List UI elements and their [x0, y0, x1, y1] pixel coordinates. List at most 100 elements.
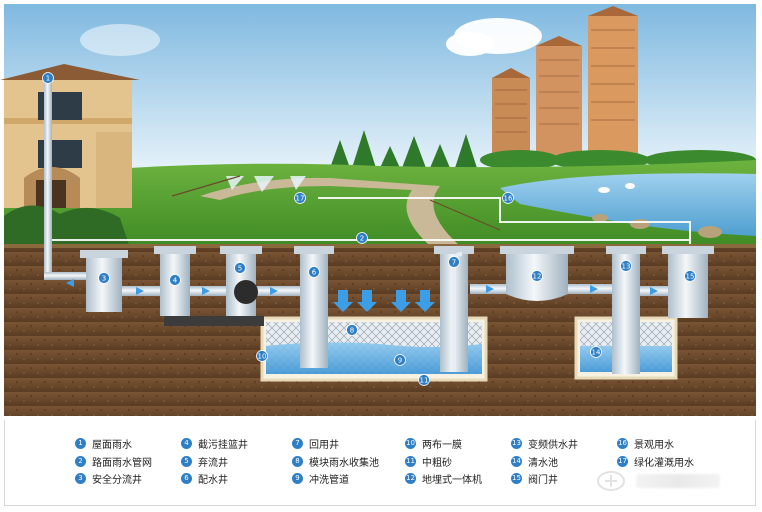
- marker-7: 7: [448, 256, 460, 268]
- flush-well: [220, 246, 262, 316]
- marker-5: 5: [234, 262, 246, 274]
- fence: [171, 175, 501, 231]
- legend-item-16: 16 景观用水: [617, 435, 674, 451]
- legend-label: 弃流井: [198, 457, 228, 469]
- drain-sump: [164, 316, 264, 326]
- marker-15: 15: [684, 270, 696, 282]
- marker-8: 8: [346, 324, 358, 336]
- soil-top-edge: [4, 244, 756, 248]
- legend-number: 4: [181, 437, 192, 449]
- marker-number: 12: [533, 273, 542, 281]
- legend-number: 13: [511, 437, 522, 449]
- marker-10: 10: [256, 350, 268, 362]
- legend-label: 配水井: [198, 474, 228, 486]
- legend-item-11: 11 中粗砂: [405, 453, 452, 469]
- legend-label: 路面雨水管网: [92, 457, 152, 469]
- legend-item-6: 6 配水井: [181, 470, 228, 486]
- legend-number: 16: [617, 437, 628, 449]
- villa-shrubs: [4, 205, 130, 248]
- marker-number: 8: [350, 327, 354, 335]
- marker-number: 1: [46, 75, 50, 83]
- watermark-logo: [597, 471, 625, 491]
- legend-item-12: 12 地埋式一体机: [405, 470, 482, 486]
- flow-arrows: [66, 279, 658, 295]
- marker-number: 13: [622, 263, 631, 271]
- legend-item-4: 4 截污挂篮井: [181, 435, 248, 451]
- marker-11: 11: [418, 374, 430, 386]
- legend-number: 17: [617, 455, 628, 467]
- landscape-line: [318, 197, 691, 244]
- cloud: [80, 24, 160, 56]
- marker-12: 12: [531, 270, 543, 282]
- legend-label: 景观用水: [634, 439, 674, 451]
- marker-number: 10: [258, 353, 267, 361]
- legend-label: 安全分流井: [92, 474, 142, 486]
- marker-number: 3: [102, 275, 106, 283]
- legend-label: 屋面雨水: [92, 439, 132, 451]
- legend-number: 9: [292, 472, 303, 484]
- marker-number: 17: [296, 195, 305, 203]
- roof-downpipe: [44, 80, 52, 280]
- marker-number: 5: [238, 265, 242, 273]
- swan: [625, 183, 635, 189]
- apartment-towers: [492, 6, 638, 158]
- legend-number: 14: [511, 455, 522, 467]
- marker-1: 1: [42, 72, 54, 84]
- marker-number: 6: [312, 269, 317, 277]
- marker-13: 13: [620, 260, 632, 272]
- legend-label: 清水池: [528, 457, 558, 469]
- legend-item-2: 2 路面雨水管网: [75, 453, 152, 469]
- legend-number: 10: [405, 437, 416, 449]
- legend-number: 12: [405, 472, 416, 484]
- marker-number: 9: [398, 357, 402, 365]
- rain-connector: [44, 272, 88, 280]
- marker-2: 2: [356, 232, 368, 244]
- legend-number: 7: [292, 437, 303, 449]
- watermark-text: [636, 474, 720, 488]
- sprinkler-spray: [226, 176, 306, 192]
- legend-item-8: 8 模块雨水收集池: [292, 453, 379, 469]
- legend-number: 8: [292, 455, 303, 467]
- legend-label: 变频供水井: [528, 439, 578, 451]
- cloud: [446, 32, 494, 56]
- marker-6: 6: [308, 266, 320, 278]
- legend-label: 中粗砂: [422, 457, 452, 469]
- legend-item-10: 10 两布一膜: [405, 435, 462, 451]
- legend-label: 模块雨水收集池: [309, 457, 379, 469]
- legend-number: 3: [75, 472, 86, 484]
- marker-16: 16: [502, 192, 514, 204]
- legend-label: 两布一膜: [422, 439, 462, 451]
- legend-item-9: 9 冲洗管道: [292, 470, 349, 486]
- villa: [0, 64, 140, 208]
- legend-item-13: 13 变频供水井: [511, 435, 578, 451]
- legend-label: 回用井: [309, 439, 339, 451]
- swan: [598, 187, 610, 193]
- legend-number: 2: [75, 455, 86, 467]
- legend-label: 截污挂篮井: [198, 439, 248, 451]
- legend-number: 15: [511, 472, 522, 484]
- legend-number: 6: [181, 472, 192, 484]
- legend-number: 11: [405, 455, 416, 467]
- marker-number: 11: [420, 377, 429, 385]
- legend-label: 冲洗管道: [309, 474, 349, 486]
- marker-number: 2: [360, 235, 364, 243]
- lake: [500, 173, 756, 236]
- marker-9: 9: [394, 354, 406, 366]
- legend-item-7: 7 回用井: [292, 435, 339, 451]
- valve-well: [662, 246, 714, 318]
- marker-3: 3: [98, 272, 110, 284]
- marker-17: 17: [294, 192, 306, 204]
- marker-number: 7: [452, 259, 456, 267]
- marker-number: 15: [686, 273, 695, 281]
- inflow-arrows: [333, 290, 435, 312]
- marker-14: 14: [590, 346, 602, 358]
- legend-label: 地埋式一体机: [422, 474, 482, 486]
- legend-item-14: 14 清水池: [511, 453, 558, 469]
